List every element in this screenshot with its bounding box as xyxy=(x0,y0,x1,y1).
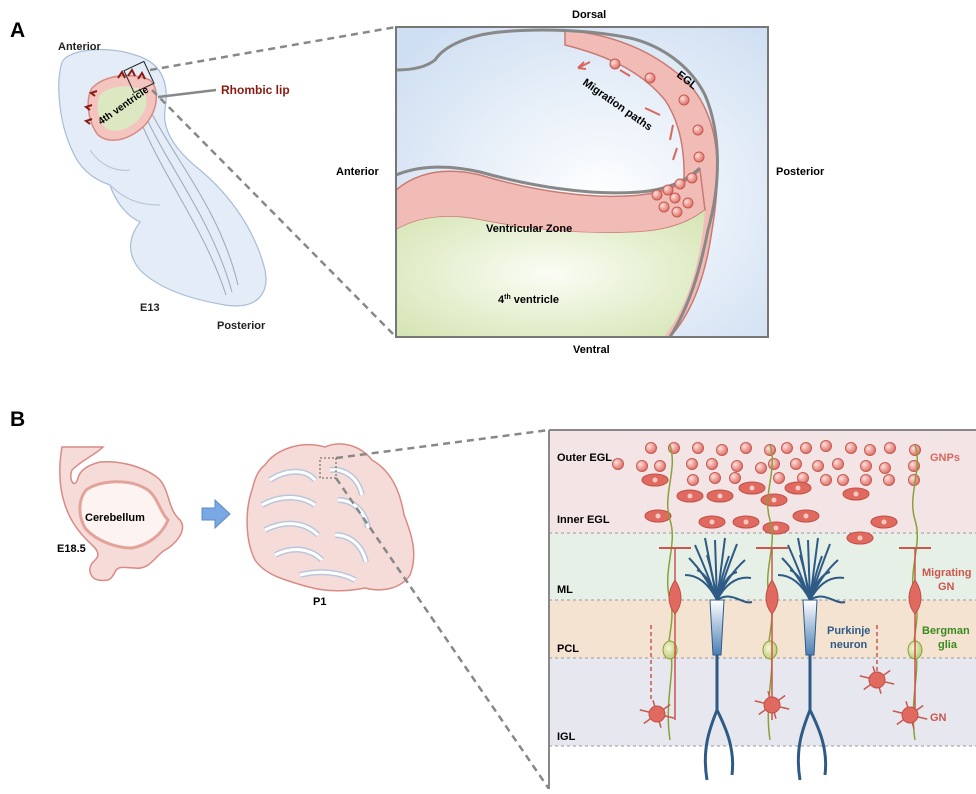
egl-cell-nucleus xyxy=(858,536,863,541)
layer-igl: IGL xyxy=(557,731,576,743)
purkinje-soma xyxy=(803,600,817,655)
gnp-cell xyxy=(688,475,699,486)
gnp-cell xyxy=(813,461,824,472)
migrating-gn-label-1: Migrating xyxy=(922,567,972,579)
egl-cell-nucleus xyxy=(796,486,801,491)
gnp-cell xyxy=(865,445,876,456)
bergmann-label-1: Bergman xyxy=(922,625,970,637)
gnp-cell xyxy=(821,475,832,486)
egl-cell-nucleus xyxy=(750,486,755,491)
layer-pcl: PCL xyxy=(557,643,579,655)
zoom-anterior-label: Anterior xyxy=(336,166,380,178)
gnp-cell xyxy=(774,473,785,484)
gnp-cell xyxy=(717,445,728,456)
egl-cell-nucleus xyxy=(854,492,859,497)
bergmann-soma xyxy=(763,641,777,659)
egl-cell-nucleus xyxy=(744,520,749,525)
egl-cell-nucleus xyxy=(656,514,661,519)
egl-cell-nucleus xyxy=(772,498,777,503)
gnp-cell xyxy=(846,443,857,454)
egl-cell-nucleus xyxy=(774,526,779,531)
gnp-cell xyxy=(693,443,704,454)
rhombic-lip-label: Rhombic lip xyxy=(221,83,290,97)
gnp-cell xyxy=(782,443,793,454)
egl-cell-nucleus xyxy=(688,494,693,499)
embryo-posterior-label: Posterior xyxy=(217,320,266,332)
embryo-anterior-label: Anterior xyxy=(58,41,102,53)
gnp-cell xyxy=(801,443,812,454)
embryo-stage-label: E13 xyxy=(140,302,160,314)
egl-cell-nucleus xyxy=(710,520,715,525)
layer-ml: ML xyxy=(557,584,573,596)
migrating-gn-label-2: GN xyxy=(938,581,955,593)
ventricular-zone-label: Ventricular Zone xyxy=(486,223,572,235)
e18-label: E18.5 xyxy=(57,543,86,555)
gnp-cell xyxy=(833,459,844,470)
gn-label: GN xyxy=(930,712,947,724)
gnp-cell xyxy=(741,443,752,454)
panel-a-letter: A xyxy=(10,19,25,42)
p1-label: P1 xyxy=(313,596,326,608)
b-zoom-connector-top xyxy=(336,430,549,458)
gnp-cell xyxy=(710,473,721,484)
p1-cerebellum-illustration xyxy=(247,444,414,591)
gnp-cell xyxy=(756,463,767,474)
egl-cell-nucleus xyxy=(718,494,723,499)
gn-soma xyxy=(869,672,885,688)
gnp-cell xyxy=(838,475,849,486)
gnp-cell xyxy=(687,459,698,470)
gn-soma xyxy=(649,706,665,722)
development-arrow-icon xyxy=(202,500,230,528)
egl-cell-nucleus xyxy=(882,520,887,525)
gnp-cell xyxy=(769,459,780,470)
bergmann-label-2: glia xyxy=(938,639,958,651)
layer-outer-egl: Outer EGL xyxy=(557,452,612,464)
gnp-cell xyxy=(646,443,657,454)
gn-soma xyxy=(902,707,918,723)
gn-soma xyxy=(764,697,780,713)
zoom-dorsal-label: Dorsal xyxy=(572,9,606,21)
gnp-cell xyxy=(732,461,743,472)
purkinje-label-1: Purkinje xyxy=(827,625,870,637)
zoom-detail-box xyxy=(396,27,768,337)
gnp-cell xyxy=(884,475,895,486)
zoom-connector-top xyxy=(150,27,396,70)
gnp-cell xyxy=(861,461,872,472)
gnp-cell xyxy=(885,443,896,454)
gnp-cell xyxy=(880,463,891,474)
gnp-cell xyxy=(637,461,648,472)
zoom-posterior-label: Posterior xyxy=(776,166,825,178)
gnps-label: GNPs xyxy=(930,452,960,464)
panel-b-letter: B xyxy=(10,408,25,431)
gnp-cell xyxy=(613,459,624,470)
egl-cell-nucleus xyxy=(804,514,809,519)
egl-cell-nucleus xyxy=(653,478,658,483)
purkinje-label-2: neuron xyxy=(830,639,868,651)
gnp-cell xyxy=(861,475,872,486)
layer-inner-egl: Inner EGL xyxy=(557,514,610,526)
cerebellum-label: Cerebellum xyxy=(85,512,145,524)
purkinje-soma xyxy=(710,600,724,655)
gnp-cell xyxy=(909,475,920,486)
zoom-ventral-label: Ventral xyxy=(573,344,610,356)
gnp-cell xyxy=(655,461,666,472)
gnp-cell xyxy=(730,473,741,484)
gnp-cell xyxy=(791,459,802,470)
gnp-cell xyxy=(821,441,832,452)
gnp-cell xyxy=(707,459,718,470)
